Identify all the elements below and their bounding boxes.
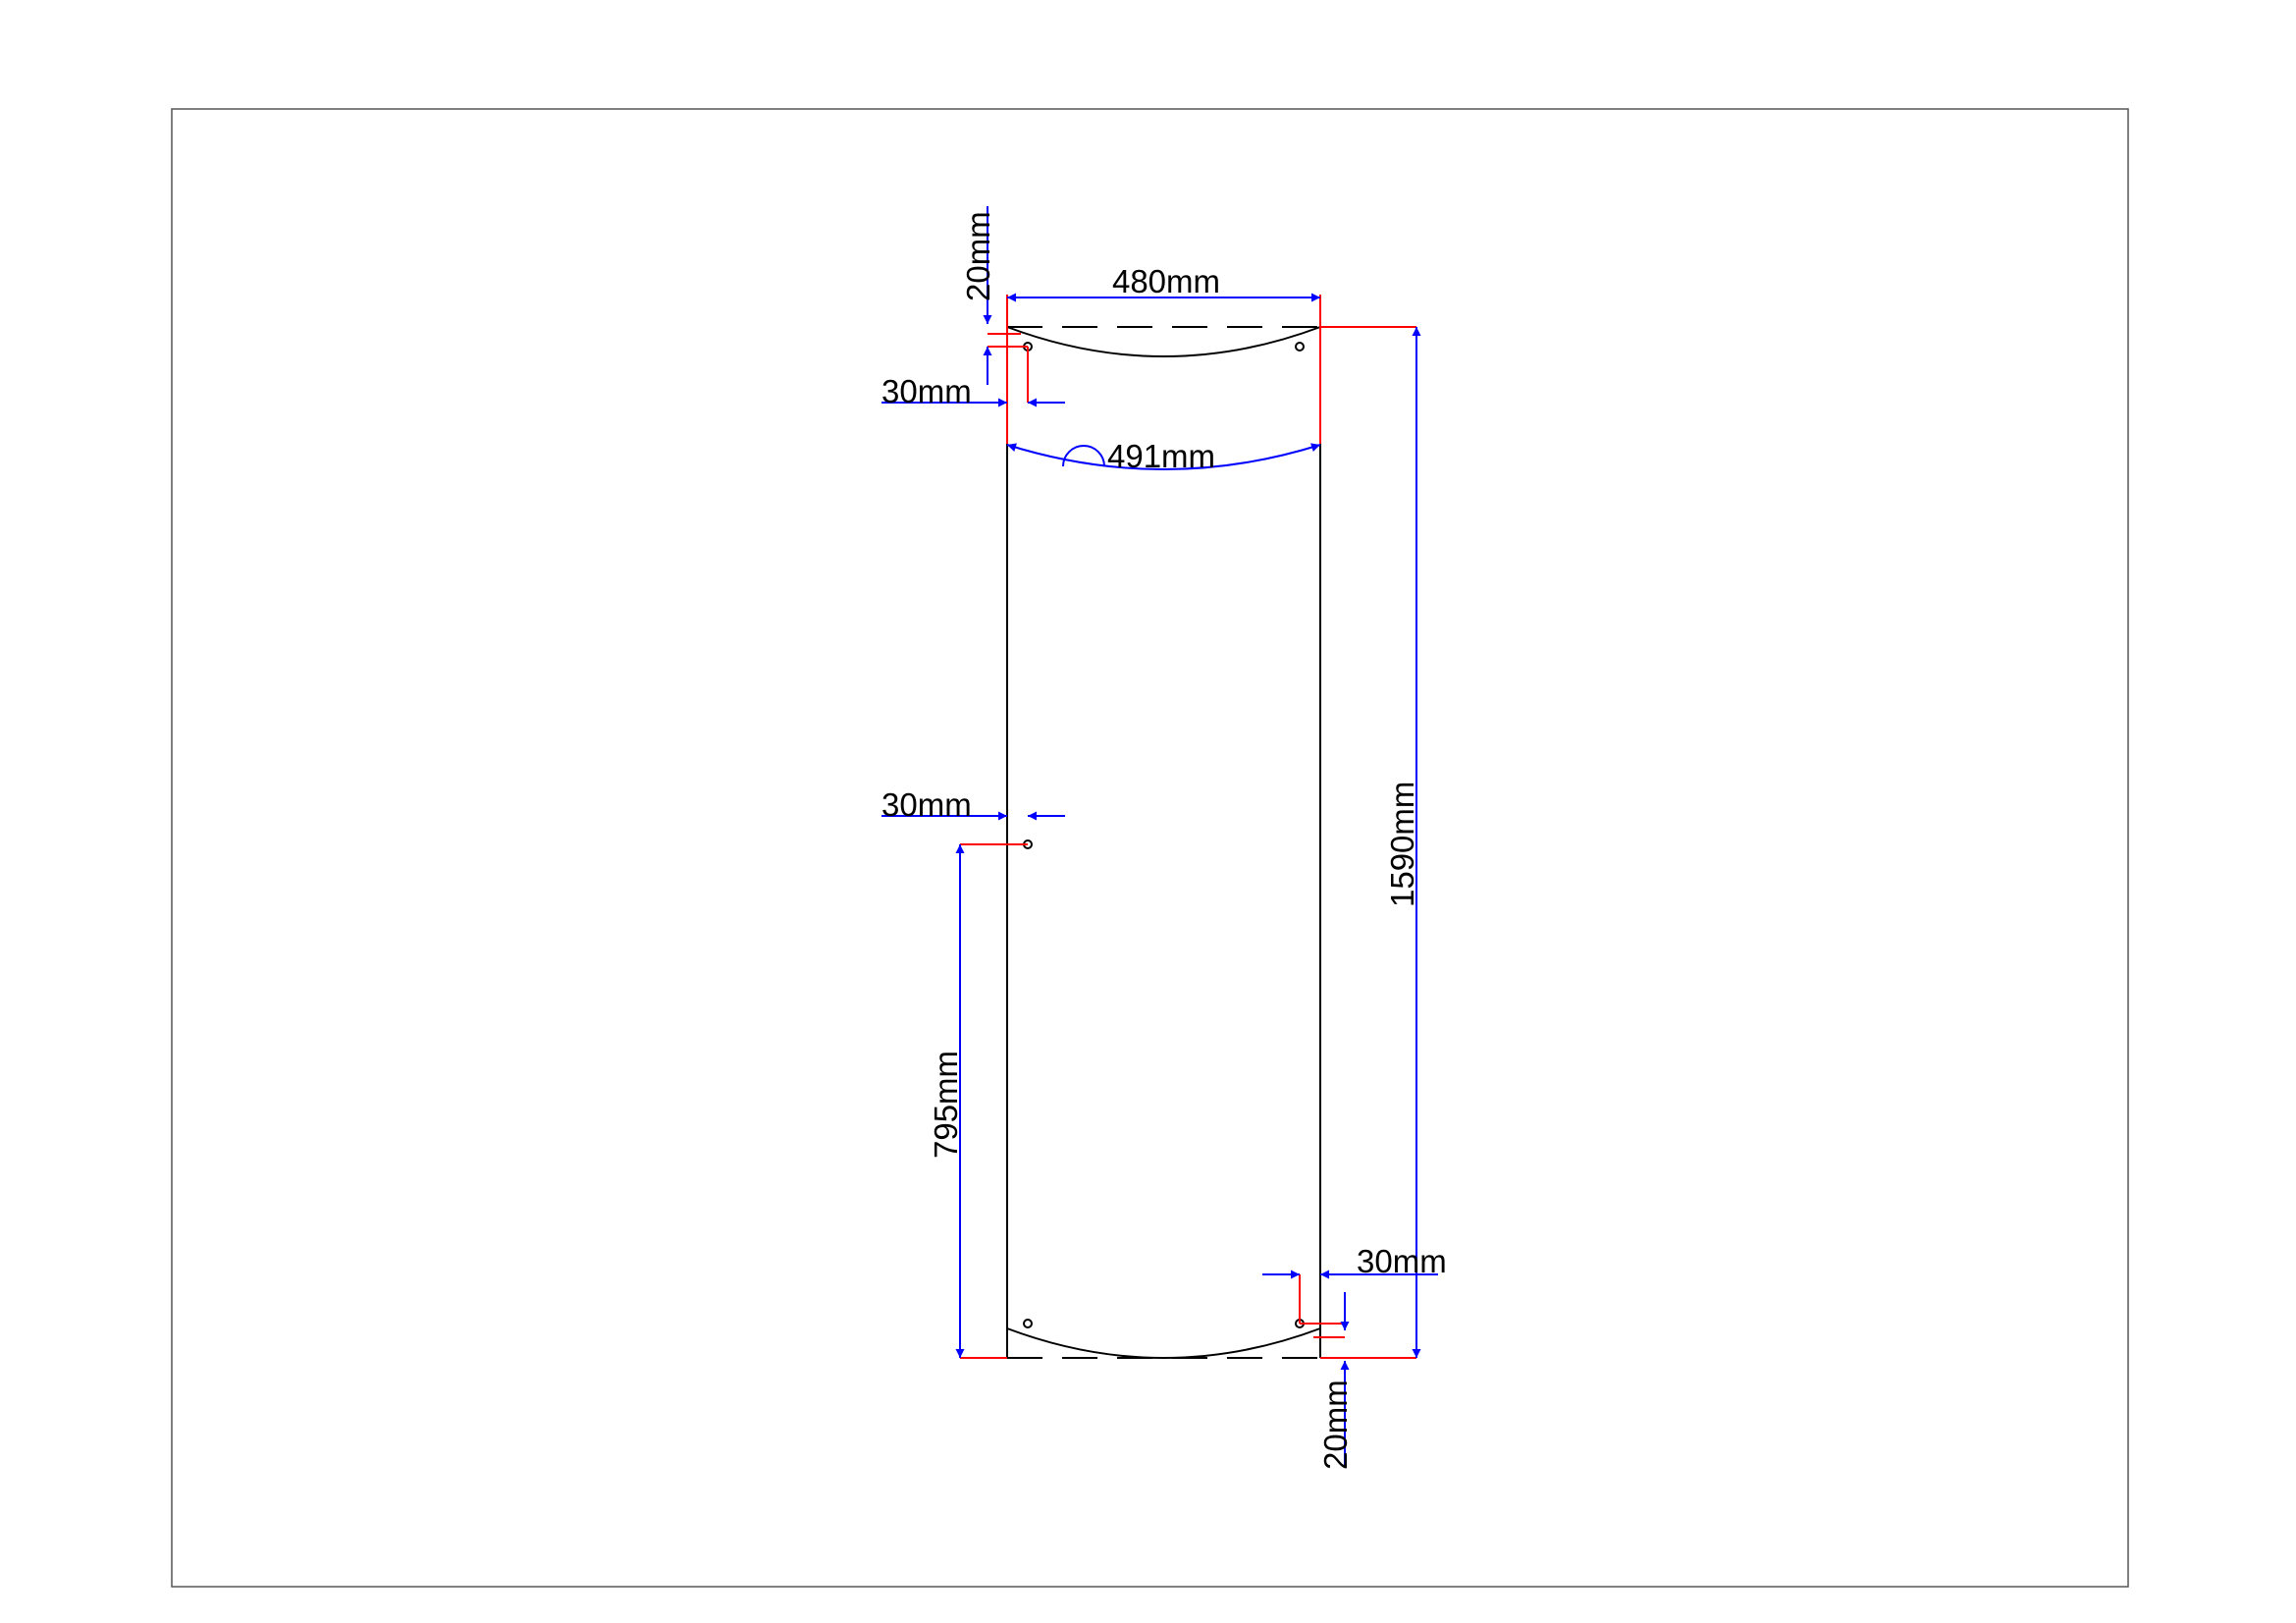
label-bottom-offset: 20mm [1317, 1380, 1354, 1470]
panel-outline [1006, 326, 1321, 1359]
label-top-offset: 20mm [960, 211, 996, 301]
sheet-frame [171, 108, 2129, 1588]
label-right-offset-bottom: 30mm [1357, 1243, 1447, 1279]
label-width: 480mm [1112, 263, 1220, 299]
dim-arc-491 [1006, 443, 1321, 470]
panel-bottom-arc [1006, 1327, 1321, 1359]
label-total-height: 1590mm [1384, 782, 1420, 907]
hole-bottom-left [1023, 1319, 1033, 1328]
panel-top-arc [1006, 326, 1321, 357]
label-left-offset-top: 30mm [881, 373, 972, 409]
label-height-to-middle-hole: 795mm [928, 1051, 964, 1159]
arc-length-symbol [1062, 445, 1105, 467]
dimension-lines [881, 206, 1438, 1468]
label-left-offset-middle: 30mm [881, 786, 972, 823]
label-arc-length: 491mm [1107, 438, 1215, 474]
hole-top-right [1295, 342, 1305, 352]
